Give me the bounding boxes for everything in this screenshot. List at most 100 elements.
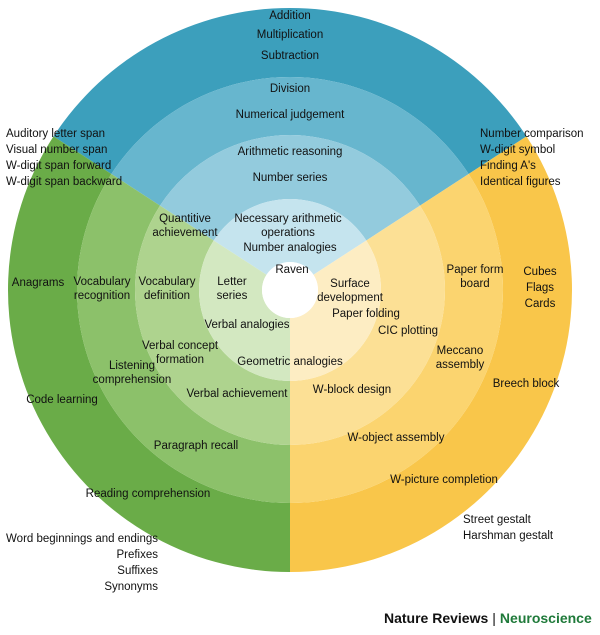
label-verbal-analogies: Verbal analogies bbox=[204, 319, 289, 331]
journal-section: Neuroscience bbox=[499, 610, 592, 626]
verbal-ring-1-wedge bbox=[7, 136, 290, 572]
label-letter-series-line: Letter bbox=[217, 276, 247, 288]
label-left-outside-list-line: W-digit span forward bbox=[6, 160, 111, 172]
label-vocabulary-definition: Vocabulary definition bbox=[139, 276, 196, 302]
label-right-outside-list-line: Number comparison bbox=[480, 128, 584, 140]
label-number-analogies: Number analogies bbox=[243, 242, 337, 254]
label-division-line: Division bbox=[270, 83, 310, 95]
label-w-object-assembly: W-object assembly bbox=[348, 432, 445, 444]
journal-credit: Nature Reviews|Neuroscience bbox=[384, 610, 592, 626]
label-vocabulary-definition-line: Vocabulary bbox=[139, 276, 196, 288]
sector-rings bbox=[7, 7, 573, 572]
label-w-picture-completion: W-picture completion bbox=[390, 474, 498, 486]
label-meccano-assembly: Meccano assembly bbox=[436, 345, 485, 371]
label-bottom-right-list-line: Street gestalt bbox=[463, 514, 532, 526]
label-addition-line: Addition bbox=[269, 10, 311, 22]
label-cubes-flags-cards-line: Cards bbox=[525, 298, 556, 310]
label-numerical-judgement: Numerical judgement bbox=[236, 109, 345, 121]
label-quantitive-achievement-line: Quantitive bbox=[159, 213, 211, 225]
label-vocabulary-recognition-line: recognition bbox=[74, 290, 130, 302]
label-w-block-design: W-block design bbox=[313, 384, 391, 396]
math-ring-4-wedge bbox=[213, 199, 367, 275]
label-paper-form-board-line: Paper form bbox=[447, 264, 504, 276]
label-verbal-concept-formation-line: Verbal concept bbox=[142, 340, 219, 352]
label-subtraction: Subtraction bbox=[261, 50, 319, 62]
label-arithmetic-reasoning: Arithmetic reasoning bbox=[238, 146, 343, 158]
label-code-learning: Code learning bbox=[26, 394, 98, 406]
spatial-ring-4-wedge bbox=[290, 240, 382, 381]
label-paragraph-recall: Paragraph recall bbox=[154, 440, 238, 452]
label-listening-comprehension-line: comprehension bbox=[93, 374, 172, 386]
label-cic-plotting: CIC plotting bbox=[378, 325, 438, 337]
journal-name: Nature Reviews bbox=[384, 610, 489, 626]
label-number-analogies-line: Number analogies bbox=[243, 242, 337, 254]
label-number-series-line: Number series bbox=[253, 172, 328, 184]
label-quantitive-achievement: Quantitive achievement bbox=[152, 213, 218, 239]
label-w-picture-completion-line: W-picture completion bbox=[390, 474, 498, 486]
credit-separator: | bbox=[492, 610, 496, 626]
label-left-outside-list-line: W-digit span backward bbox=[6, 176, 122, 188]
label-left-outside-list-line: Auditory letter span bbox=[6, 128, 105, 140]
label-code-learning-line: Code learning bbox=[26, 394, 98, 406]
label-reading-comprehension: Reading comprehension bbox=[86, 488, 211, 500]
label-surface-development-line: Surface bbox=[330, 278, 370, 290]
test-labels: AdditionMultiplicationSubtractionDivisio… bbox=[6, 10, 584, 593]
spatial-ring-2-wedge bbox=[290, 173, 503, 503]
label-vocabulary-recognition: Vocabulary recognition bbox=[74, 276, 131, 302]
verbal-ring-2-wedge bbox=[76, 173, 290, 503]
label-necessary-arithmetic-operations-line: Necessary arithmetic bbox=[234, 213, 342, 225]
spatial-ring-1-wedge bbox=[290, 136, 573, 572]
math-ring-1-wedge bbox=[53, 7, 527, 174]
label-numerical-judgement-line: Numerical judgement bbox=[236, 109, 345, 121]
verbal-ring-3-wedge bbox=[134, 205, 290, 445]
spatial-ring-3-wedge bbox=[290, 205, 445, 445]
math-ring-3-wedge bbox=[160, 135, 420, 241]
label-quantitive-achievement-line: achievement bbox=[152, 227, 218, 239]
label-breech-block: Breech block bbox=[493, 378, 560, 390]
label-left-outside-list-line: Visual number span bbox=[6, 144, 107, 156]
label-letter-series: Letter series bbox=[217, 276, 248, 302]
label-vocabulary-recognition-line: Vocabulary bbox=[74, 276, 131, 288]
label-letter-series-line: series bbox=[217, 290, 248, 302]
label-bottom-left-list-line: Prefixes bbox=[116, 549, 158, 561]
label-right-outside-list-line: W-digit symbol bbox=[480, 144, 555, 156]
center-circle bbox=[262, 262, 318, 318]
label-bottom-left-list-line: Suffixes bbox=[117, 565, 158, 577]
label-paragraph-recall-line: Paragraph recall bbox=[154, 440, 238, 452]
label-raven: Raven bbox=[275, 264, 308, 276]
math-ring-2-wedge bbox=[111, 77, 469, 206]
label-paper-folding: Paper folding bbox=[332, 308, 400, 320]
label-cubes-flags-cards-line: Flags bbox=[526, 282, 554, 294]
label-breech-block-line: Breech block bbox=[493, 378, 560, 390]
label-bottom-left-list-line: Word beginnings and endings bbox=[6, 533, 158, 545]
label-anagrams: Anagrams bbox=[12, 277, 65, 289]
label-right-outside-list-line: Finding A's bbox=[480, 160, 536, 172]
label-meccano-assembly-line: assembly bbox=[436, 359, 485, 371]
label-meccano-assembly-line: Meccano bbox=[437, 345, 484, 357]
label-bottom-left-list-line: Synonyms bbox=[104, 581, 158, 593]
label-reading-comprehension-line: Reading comprehension bbox=[86, 488, 211, 500]
label-geometric-analogies-line: Geometric analogies bbox=[237, 356, 343, 368]
label-multiplication: Multiplication bbox=[257, 29, 323, 41]
label-geometric-analogies: Geometric analogies bbox=[237, 356, 343, 368]
label-cubes-flags-cards-line: Cubes bbox=[523, 266, 556, 278]
label-verbal-achievement: Verbal achievement bbox=[186, 388, 288, 400]
label-verbal-concept-formation: Verbal concept formation bbox=[142, 340, 219, 366]
label-verbal-analogies-line: Verbal analogies bbox=[204, 319, 289, 331]
label-verbal-concept-formation-line: formation bbox=[156, 354, 204, 366]
label-vocabulary-definition-line: definition bbox=[144, 290, 190, 302]
label-cic-plotting-line: CIC plotting bbox=[378, 325, 438, 337]
label-anagrams-line: Anagrams bbox=[12, 277, 65, 289]
label-w-object-assembly-line: W-object assembly bbox=[348, 432, 445, 444]
